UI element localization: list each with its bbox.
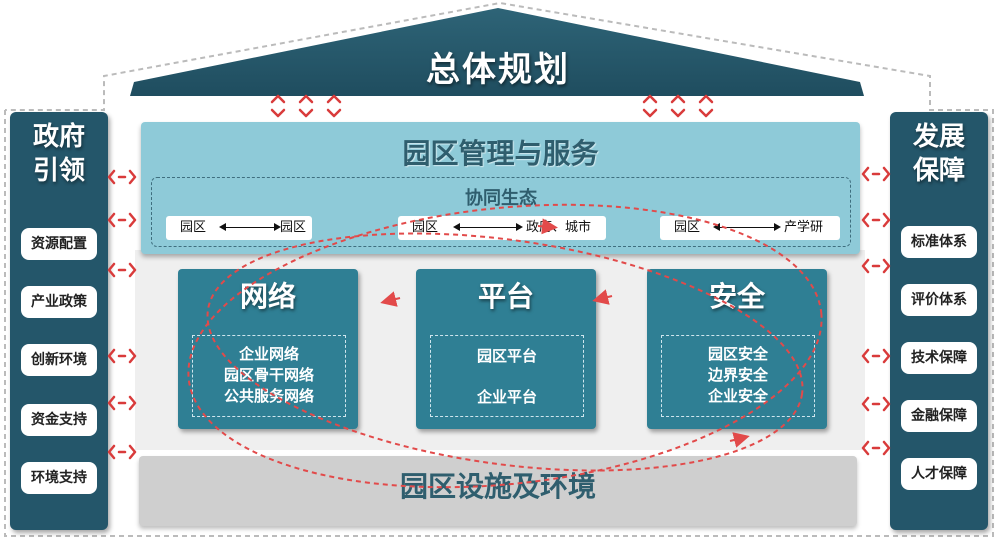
left-item-funding: 资金支持 <box>21 404 97 436</box>
pillar-security-line: 企业安全 <box>707 387 768 405</box>
pillar-platform: 平台 园区平台 企业平台 <box>416 269 596 429</box>
right-panel: 发展 保障 标准体系 评价体系 技术保障 金融保障 人才保障 <box>890 112 988 530</box>
pillar-platform-line: 园区平台 <box>476 347 537 365</box>
left-item-resource: 资源配置 <box>21 228 97 260</box>
left-panel-title: 政府 引领 <box>10 120 108 188</box>
pair-3-left: 园区 <box>674 220 701 235</box>
pillar-platform-line: 企业平台 <box>476 388 537 406</box>
pillar-network-line: 企业网络 <box>238 345 299 363</box>
left-panel-title-line1: 政府 <box>32 122 85 152</box>
right-panel-title-line1: 发展 <box>912 122 965 152</box>
pair-3-right: 产学研 <box>784 220 824 235</box>
pillar-platform-box: 园区平台 企业平台 <box>430 335 584 417</box>
left-item-industry-policy: 产业政策 <box>21 286 97 318</box>
left-panel: 政府 引领 资源配置 产业政策 创新环境 资金支持 环境支持 <box>10 112 108 530</box>
pair-1-right: 园区 <box>280 220 307 235</box>
horizontal-double-arrow-icon <box>861 166 891 456</box>
double-arrow-icon <box>713 223 781 231</box>
pillar-network-title: 网络 <box>239 280 296 313</box>
right-item-talent: 人才保障 <box>901 458 977 490</box>
cycle-arrow-icon <box>537 218 558 235</box>
roof <box>130 8 864 96</box>
right-panel-title: 发展 保障 <box>890 120 988 188</box>
right-item-evaluation: 评价体系 <box>901 284 977 316</box>
double-arrow-icon <box>219 223 281 231</box>
left-item-environment: 环境支持 <box>21 462 97 494</box>
ecosystem-pair-1: 园区 园区 <box>166 216 312 240</box>
left-panel-title-line2: 引领 <box>32 156 85 186</box>
pillar-security-title: 安全 <box>708 280 765 313</box>
cycle-ellipse-inner <box>206 232 804 472</box>
right-item-tech: 技术保障 <box>901 342 977 374</box>
pillar-network-line: 园区骨干网络 <box>223 366 314 384</box>
right-item-finance: 金融保障 <box>901 400 977 432</box>
pair-2-left: 园区 <box>412 220 439 235</box>
foundation-block <box>139 456 857 526</box>
ecosystem-title: 协同生态 <box>465 188 537 209</box>
pillar-network: 网络 企业网络 园区骨干网络 公共服务网络 <box>178 269 358 429</box>
pillar-platform-title: 平台 <box>477 280 534 313</box>
pillar-network-line: 公共服务网络 <box>223 387 314 405</box>
cycle-arrow-icon <box>729 432 750 448</box>
pillar-security-box: 园区安全 边界安全 企业安全 <box>661 335 815 417</box>
ecosystem-box: 协同生态 园区 园区 园区 政府、城市 园区 产学研 <box>151 177 851 247</box>
ecosystem-pair-2: 园区 政府、城市 <box>398 216 606 240</box>
pillar-security-line: 边界安全 <box>707 366 768 384</box>
service-band-title: 园区管理与服务 <box>402 137 599 170</box>
horizontal-double-arrow-icon <box>107 169 137 460</box>
ecosystem-pair-3: 园区 产学研 <box>660 216 840 240</box>
pillar-security-line: 园区安全 <box>707 345 768 363</box>
pillar-security: 安全 园区安全 边界安全 企业安全 <box>647 269 827 429</box>
pillar-network-box: 企业网络 园区骨干网络 公共服务网络 <box>192 335 346 417</box>
vertical-double-arrow-icon <box>270 94 714 118</box>
double-arrow-icon <box>453 223 523 231</box>
cycle-ellipse-outer <box>187 203 823 489</box>
right-item-standards: 标准体系 <box>901 226 977 258</box>
right-panel-title-line2: 保障 <box>912 156 965 186</box>
page-title: 总体规划 <box>426 50 570 90</box>
left-item-innovation: 创新环境 <box>21 344 97 376</box>
cycle-arrow-icon <box>592 289 613 305</box>
cycle-arrow-icon <box>380 291 401 307</box>
pair-1-left: 园区 <box>180 220 207 235</box>
